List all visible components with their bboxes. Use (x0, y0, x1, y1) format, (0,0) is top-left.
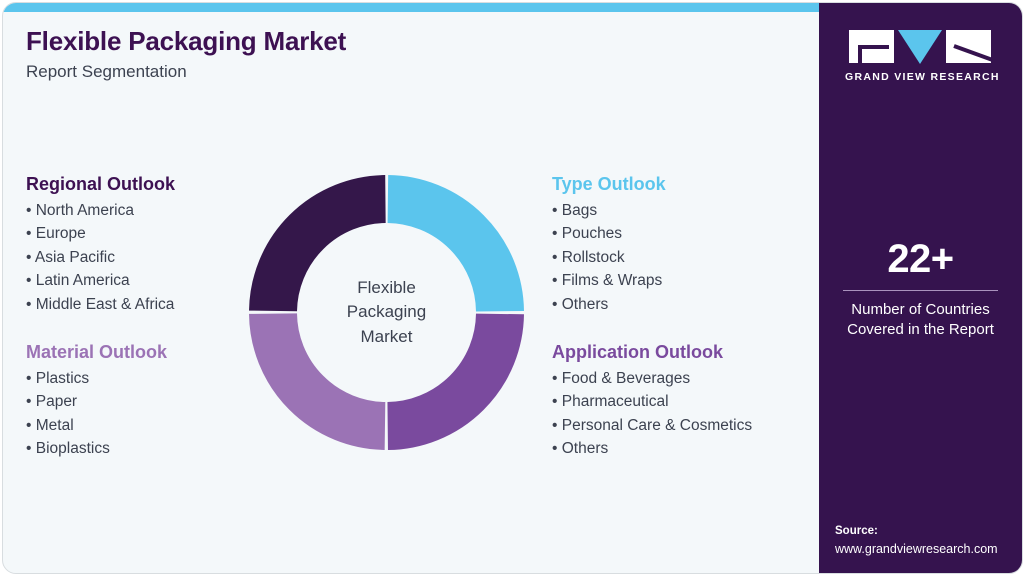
brand-logo[interactable]: GRAND VIEW RESEARCH (845, 30, 1000, 83)
list-item: Asia Pacific (26, 246, 175, 270)
stat-label-line-1: Number of Countries (851, 301, 990, 318)
logo-g-icon (849, 30, 894, 63)
page-subtitle: Report Segmentation (26, 61, 187, 81)
header: Flexible Packaging Market Report Segment… (26, 26, 726, 82)
brand-logo-text: GRAND VIEW RESEARCH (845, 71, 1000, 83)
material-outlook-heading: Material Outlook (26, 342, 168, 362)
stat-value: 22+ (887, 237, 954, 281)
list-item: Metal (26, 414, 167, 438)
list-item: Food & Beverages (552, 367, 752, 391)
list-item: Plastics (26, 367, 167, 391)
application-outlook-list: Food & Beverages Pharmaceutical Personal… (552, 367, 752, 461)
stat-label: Number of Countries Covered in the Repor… (831, 300, 1010, 341)
list-item: Personal Care & Cosmetics (552, 414, 752, 438)
list-item: Bags (552, 199, 666, 223)
list-item: Europe (26, 222, 175, 246)
type-outlook-heading: Type Outlook (552, 174, 666, 194)
list-item: Pouches (552, 222, 666, 246)
source-block: Source: www.grandviewresearch.com (835, 523, 998, 558)
list-item: Bioplastics (26, 437, 167, 461)
stat-block: 22+ Number of Countries Covered in the R… (819, 239, 1022, 341)
logo-v-triangle-icon (898, 30, 942, 64)
application-outlook-block: Application Outlook Food & Beverages Pha… (552, 341, 752, 461)
page-title: Flexible Packaging Market (26, 26, 347, 56)
source-title: Source: (835, 524, 878, 537)
regional-outlook-list: North America Europe Asia Pacific Latin … (26, 199, 175, 317)
list-item: Middle East & Africa (26, 293, 175, 317)
stat-label-line-2: Covered in the Report (847, 321, 994, 339)
regional-outlook-block: Regional Outlook North America Europe As… (26, 173, 175, 316)
list-item: Latin America (26, 269, 175, 293)
list-item: Films & Wraps (552, 269, 666, 293)
list-item: North America (26, 199, 175, 223)
list-item: Others (552, 437, 752, 461)
list-item: Pharmaceutical (552, 390, 752, 414)
material-outlook-list: Plastics Paper Metal Bioplastics (26, 367, 167, 461)
top-accent-strip (3, 3, 821, 12)
side-panel: GRAND VIEW RESEARCH 22+ Number of Countr… (819, 3, 1022, 573)
list-item: Rollstock (552, 246, 666, 270)
donut-chart: Flexible Packaging Market (245, 171, 528, 454)
source-url[interactable]: www.grandviewresearch.com (835, 541, 998, 556)
list-item: Others (552, 293, 666, 317)
donut-svg (249, 175, 524, 450)
list-item: Paper (26, 390, 167, 414)
regional-outlook-heading: Regional Outlook (26, 174, 176, 194)
type-outlook-block: Type Outlook Bags Pouches Rollstock Film… (552, 173, 666, 316)
stat-divider (843, 290, 998, 291)
type-outlook-list: Bags Pouches Rollstock Films & Wraps Oth… (552, 199, 666, 317)
donut-arc-type[interactable] (249, 175, 524, 450)
material-outlook-block: Material Outlook Plastics Paper Metal Bi… (26, 341, 167, 461)
logo-glyphs (845, 30, 995, 64)
application-outlook-heading: Application Outlook (552, 342, 723, 362)
logo-r-icon (946, 30, 991, 63)
